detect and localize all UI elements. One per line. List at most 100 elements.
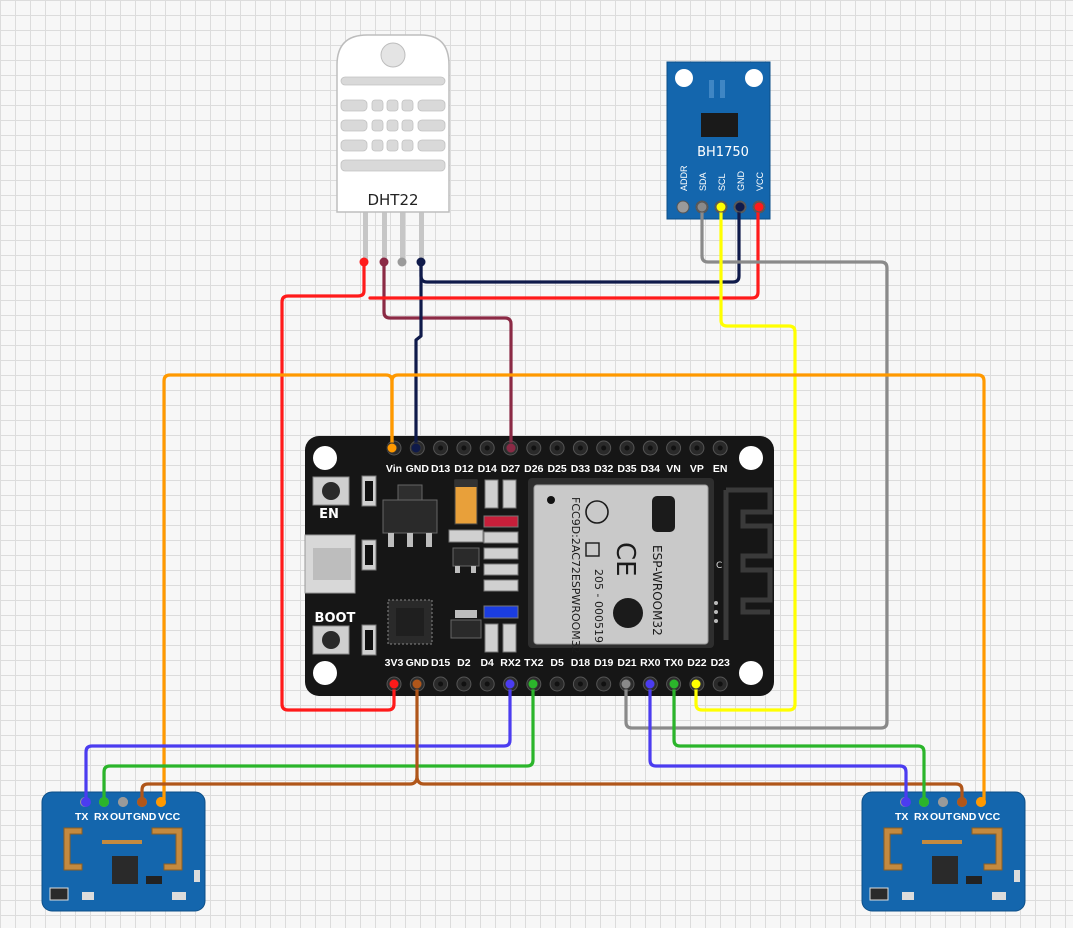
esp32-boot-label: BOOT (315, 611, 356, 626)
esp32-top-pin-hole (461, 445, 467, 451)
wire-bh-vcc-red[interactable] (368, 205, 760, 300)
esp32-bottom-pin-hole (438, 681, 444, 687)
wire-tx0-green[interactable] (672, 682, 926, 804)
esp32-top-pin-label: D33 (571, 463, 590, 475)
esp32-bottom-pin-label: TX2 (524, 657, 543, 669)
bh1750-pin-label-gnd: GND (736, 171, 746, 192)
bh1750-label: BH1750 (697, 145, 749, 160)
bh1750-sensor[interactable]: BH1750 ADDR SDA SCL GND VCC (666, 61, 771, 220)
esp32-top-pin-hole (554, 445, 560, 451)
wire-endpoint (505, 442, 517, 454)
wire-endpoint (527, 678, 539, 690)
dht22-sensor[interactable]: DHT22 (336, 34, 450, 262)
radar-right-pin-rx: RX (914, 811, 929, 823)
radar-right-pin-gnd: GND (953, 811, 977, 823)
radar-right-pin-out: OUT (930, 811, 953, 823)
esp32-top-pin-label: GND (406, 463, 430, 475)
esp32-mount-hole-tr (739, 446, 763, 470)
esp32-top-pin-hole (717, 445, 723, 451)
radar-left-chip (112, 856, 138, 884)
wire-endpoint (620, 678, 632, 690)
module-model-text: ESP-WROOM32 (650, 545, 664, 636)
wire-gnd-brown-right[interactable] (415, 774, 964, 804)
module-logo-icon (613, 598, 643, 628)
esp32-top-pin-label: D34 (641, 463, 660, 475)
bh1750-chip (701, 113, 738, 137)
esp-wroom32-module: FCC9D:2AC72ESPWROOM32 ESP-WROOM32 205 - … (528, 478, 773, 654)
esp32-en-button[interactable] (312, 476, 350, 506)
wire-tx2-green[interactable] (102, 682, 535, 804)
esp32-bottom-pin-label: D15 (431, 657, 450, 669)
esp32-bottom-pin-hole (601, 681, 607, 687)
bh1750-pin-addr[interactable] (676, 200, 690, 214)
wire-endpoint (668, 678, 680, 690)
radar-left-pin-vcc: VCC (158, 811, 181, 823)
esp32-bottom-pin-label: D23 (711, 657, 730, 669)
radar-module-right[interactable]: TX RX OUT GND VCC (861, 791, 1026, 912)
esp32-mount-hole-bl (313, 661, 337, 685)
dht22-grille (340, 76, 446, 172)
dht22-hole (380, 42, 406, 68)
esp32-top-pin-hole (484, 445, 490, 451)
esp32-top-pin-label: D13 (431, 463, 450, 475)
wire-endpoint (386, 442, 398, 454)
esp32-bottom-pin-label: GND (406, 657, 430, 669)
esp32-top-pin-hole (577, 445, 583, 451)
radar-left-antenna-icon (63, 827, 183, 871)
esp32-bottom-pin-label: D21 (617, 657, 636, 669)
wire-bh-sda-gray[interactable] (624, 205, 889, 730)
radar-right-pin-vcc: VCC (978, 811, 1001, 823)
esp32-bottom-pin-hole (461, 681, 467, 687)
esp32-bottom-pin-label: D22 (687, 657, 706, 669)
radar-module-left[interactable]: TX RX OUT GND VCC (41, 791, 206, 912)
wire-endpoint (411, 678, 423, 690)
dht22-label: DHT22 (367, 191, 418, 209)
esp32-bottom-pin-hole (577, 681, 583, 687)
wire-bh-scl-yellow[interactable] (694, 205, 797, 712)
esp32-top-pin-hole (647, 445, 653, 451)
esp32-top-pin-hole (531, 445, 537, 451)
radar-right-pin-tx: TX (895, 811, 908, 823)
wire-endpoint (690, 678, 702, 690)
radar-left-pin-tx: TX (75, 811, 88, 823)
wire-dht-gnd-navy-down[interactable] (414, 260, 423, 450)
wire-rx2-blue[interactable] (84, 682, 512, 804)
wire-dht-vcc-red[interactable] (280, 260, 396, 712)
esp32-top-pin-label: D32 (594, 463, 613, 475)
bh1750-pin-label-vcc: VCC (755, 171, 765, 191)
wire-vin-orange-right[interactable] (390, 373, 986, 804)
bh1750-pin-label-sda: SDA (698, 172, 708, 191)
radar-right-chip (932, 856, 958, 884)
esp32-bottom-pin-hole (554, 681, 560, 687)
esp32-top-pin-hole (694, 445, 700, 451)
module-fcc-text: FCC9D:2AC72ESPWROOM32 (569, 497, 582, 654)
esp32-boot-button[interactable] (312, 625, 350, 655)
r-mark-icon (585, 542, 600, 557)
module-serial-text: 205 - 000519 (592, 569, 605, 643)
esp32-bottom-pin-label: TX0 (664, 657, 683, 669)
wire-endpoint (410, 442, 422, 454)
wifi-logo-icon (652, 496, 675, 532)
wire-endpoint (644, 678, 656, 690)
radar-left-pin-rx: RX (94, 811, 109, 823)
fcc-logo-icon (585, 500, 609, 524)
esp32-bottom-pin-label: RX0 (640, 657, 661, 669)
antenna-trace-icon (726, 487, 773, 615)
esp32-top-pin-label: D14 (478, 463, 497, 475)
esp32-top-pin-label: VP (690, 463, 704, 475)
wire-endpoint (504, 678, 516, 690)
esp32-top-pin-label: D26 (524, 463, 543, 475)
wire-dht-data-darkred[interactable] (382, 260, 513, 450)
bh1750-pin-label-scl: SCL (717, 173, 727, 191)
bh1750-mount-hole-right (745, 69, 763, 87)
wire-gnd-brown[interactable] (140, 682, 419, 804)
esp32-mount-hole-br (739, 661, 763, 685)
wire-rx0-blue[interactable] (648, 682, 908, 804)
bh1750-pin-label-addr: ADDR (679, 165, 689, 191)
bh1750-mount-hole-left (675, 69, 693, 87)
esp32-top-pin-hole (624, 445, 630, 451)
esp32-bottom-pin-hole (484, 681, 490, 687)
radar-right-antenna-icon (883, 827, 1003, 871)
